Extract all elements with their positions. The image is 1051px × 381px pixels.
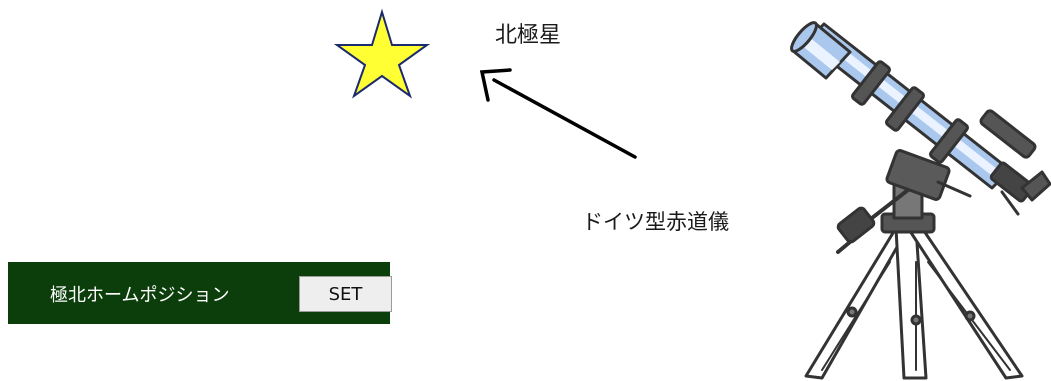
mount-label: ドイツ型赤道儀 [582,210,729,234]
star-icon [333,8,431,99]
set-button[interactable]: SET [299,276,392,312]
polaris-label: 北極星 [495,23,562,48]
telescope-icon [790,21,1051,380]
home-position-label: 極北ホームポジション [50,285,230,306]
home-position-panel: 極北ホームポジション SET [8,262,392,324]
arrow-icon [479,68,637,159]
